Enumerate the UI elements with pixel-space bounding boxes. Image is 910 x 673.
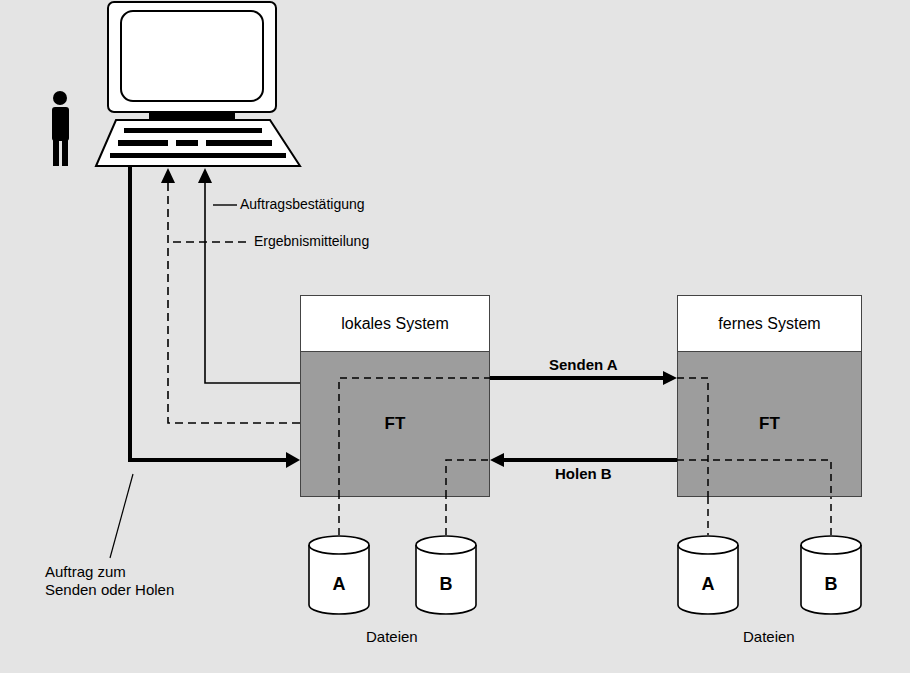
system-box: fernes SystemFT <box>677 295 862 497</box>
system-name: fernes System <box>718 315 820 333</box>
function-label: FT <box>385 414 406 434</box>
file-name: A <box>333 574 346 595</box>
box-body: FT <box>678 351 861 496</box>
cylinder-body-text: B <box>800 553 862 615</box>
dashed-data-path <box>677 378 708 497</box>
file-name: B <box>825 574 838 595</box>
connector-arrow <box>338 497 340 535</box>
cylinder-lid <box>678 545 738 554</box>
group-label: Dateien <box>366 628 418 645</box>
file-name: B <box>440 574 453 595</box>
connector-arrow <box>830 497 832 535</box>
connector-arrow <box>504 458 677 462</box>
cylinder-lid <box>309 545 369 554</box>
group-label: Dateien <box>743 628 795 645</box>
dashed-data-path <box>446 460 490 497</box>
dashed-data-path <box>677 460 831 497</box>
cylinder-body-text: A <box>677 553 739 615</box>
function-label: FT <box>759 414 780 434</box>
connector-arrow <box>490 376 663 380</box>
file-name: A <box>702 574 715 595</box>
box-header: lokales System <box>301 296 489 352</box>
cylinder-body <box>801 536 861 614</box>
dashed-data-path <box>339 378 490 497</box>
cylinder-body-text: A <box>308 553 370 615</box>
connector-arrow <box>707 497 709 535</box>
signal-label: Ergebnismitteilung <box>254 233 369 250</box>
leader-line <box>110 474 133 558</box>
cylinder-body <box>416 536 476 614</box>
connector-label: Senden A <box>549 356 618 374</box>
signal-label: Auftragsbestätigung <box>240 196 365 213</box>
box-body: FT <box>301 351 489 496</box>
system-box: lokales SystemFT <box>300 295 490 497</box>
system-name: lokales System <box>341 315 449 333</box>
file-cylinder: B <box>415 535 477 615</box>
box-header: fernes System <box>678 296 861 352</box>
person-icon <box>52 91 69 166</box>
connector-label: Holen B <box>555 465 612 483</box>
file-cylinder: A <box>677 535 739 615</box>
file-cylinder: A <box>308 535 370 615</box>
connector-arrow <box>445 497 447 535</box>
cylinder-lid <box>801 545 861 554</box>
cylinder-lid <box>416 545 476 554</box>
cylinder-body <box>678 536 738 614</box>
cylinder-body <box>309 536 369 614</box>
signal-label: Auftrag zum Senden oder Holen <box>45 563 178 599</box>
terminal-icon <box>96 2 300 166</box>
cylinder-body-text: B <box>415 553 477 615</box>
file-cylinder: B <box>800 535 862 615</box>
